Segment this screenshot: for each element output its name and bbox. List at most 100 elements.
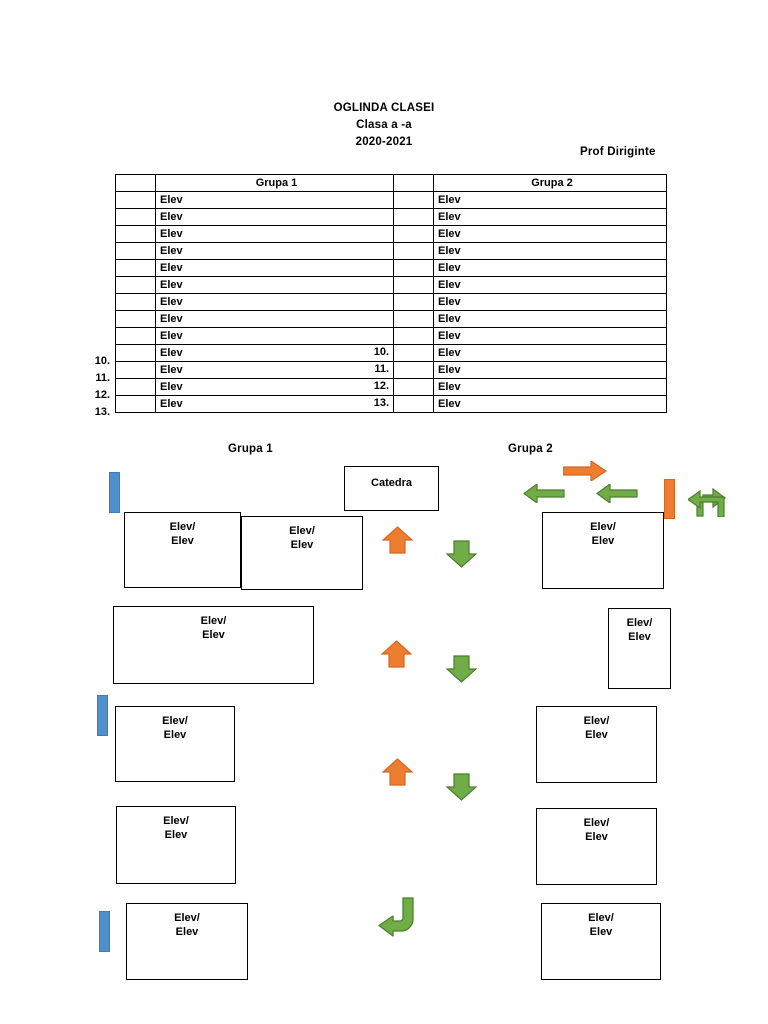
student-name: Elev bbox=[160, 296, 183, 308]
desk-line-2: Elev bbox=[585, 729, 608, 741]
arrow-left-green-icon-1 bbox=[523, 484, 565, 503]
cell-index-left bbox=[115, 242, 156, 260]
desk-g1-r5[interactable]: Elev/ Elev bbox=[126, 903, 248, 980]
table-row: Elev Elev bbox=[115, 242, 667, 260]
diagram-group2-label: Grupa 2 bbox=[508, 443, 553, 455]
document-header: OGLINDA CLASEI Clasa a -a 2020-2021 bbox=[0, 100, 768, 151]
student-name: Elev bbox=[438, 364, 461, 376]
row-number-inner: 13. bbox=[373, 397, 389, 409]
catedra-desk[interactable]: Catedra bbox=[344, 466, 439, 511]
student-name: Elev bbox=[438, 211, 461, 223]
student-name: Elev bbox=[160, 381, 183, 393]
student-name: Elev bbox=[160, 330, 183, 342]
desk-line-1: Elev/ bbox=[588, 912, 614, 924]
row-number-outer: 10. bbox=[94, 355, 110, 367]
table-row: Elev Elev bbox=[115, 293, 667, 311]
diagram-group1-label: Grupa 1 bbox=[228, 443, 273, 455]
cell-index-left bbox=[115, 208, 156, 226]
table-row: 13. Elev 13. Elev bbox=[95, 395, 667, 418]
desk-line-2: Elev bbox=[589, 926, 613, 938]
arrow-up-orange-icon-1 bbox=[382, 526, 413, 554]
desk-line-2: Elev bbox=[171, 535, 194, 547]
desk-g1-r3[interactable]: Elev/ Elev bbox=[115, 706, 235, 782]
arrow-up-orange-icon-2 bbox=[381, 640, 412, 668]
cell-student-grupa1[interactable]: Elev bbox=[155, 208, 394, 226]
desk-g1-r2[interactable]: Elev/ Elev bbox=[113, 606, 314, 684]
cell-student-grupa2[interactable]: Elev bbox=[433, 293, 667, 311]
window-bar-left-1 bbox=[109, 472, 120, 513]
cell-student-grupa1[interactable]: Elev bbox=[155, 225, 394, 243]
cell-student-grupa1[interactable]: Elev 12. bbox=[155, 378, 394, 396]
student-name: Elev bbox=[160, 245, 183, 257]
row-number-outer: 13. bbox=[94, 406, 110, 418]
desk-line-1: Elev/ bbox=[162, 715, 188, 727]
cell-index-mid bbox=[393, 225, 434, 243]
header-num-left bbox=[115, 174, 156, 192]
cell-student-grupa2[interactable]: Elev bbox=[433, 242, 667, 260]
cell-index-mid bbox=[393, 395, 434, 413]
row-number-inner: 12. bbox=[373, 380, 389, 392]
student-name: Elev bbox=[438, 313, 461, 325]
desk-g2-r3[interactable]: Elev/ Elev bbox=[536, 706, 657, 783]
cell-student-grupa1[interactable]: Elev bbox=[155, 191, 394, 209]
row-number-outer: 11. bbox=[95, 372, 110, 384]
student-name: Elev bbox=[160, 228, 183, 240]
cell-student-grupa2[interactable]: Elev bbox=[433, 310, 667, 328]
desk-g2-r5[interactable]: Elev/ Elev bbox=[541, 903, 661, 980]
student-name: Elev bbox=[438, 330, 461, 342]
table-row: Elev Elev bbox=[115, 327, 667, 345]
door-bar-right bbox=[664, 479, 675, 519]
prof-diriginte-label: Prof Diriginte bbox=[580, 146, 656, 158]
desk-line-2: Elev bbox=[175, 926, 199, 938]
window-bar-left-3 bbox=[99, 911, 110, 952]
desk-line-1: Elev/ bbox=[163, 815, 189, 827]
cell-index-left bbox=[115, 327, 156, 345]
cell-student-grupa1[interactable]: Elev bbox=[155, 242, 394, 260]
cell-student-grupa2[interactable]: Elev bbox=[433, 395, 667, 413]
cell-student-grupa2[interactable]: Elev bbox=[433, 378, 667, 396]
desk-g2-r4[interactable]: Elev/ Elev bbox=[536, 808, 657, 885]
desk-line-1: Elev/ bbox=[583, 715, 610, 727]
student-name: Elev bbox=[438, 279, 461, 291]
desk-g1-r4[interactable]: Elev/ Elev bbox=[116, 806, 236, 884]
cell-student-grupa1[interactable]: Elev 13. bbox=[155, 395, 394, 413]
desk-line-1: Elev/ bbox=[583, 817, 610, 829]
desk-line-1: Elev/ bbox=[590, 521, 616, 533]
student-name: Elev bbox=[438, 194, 461, 206]
cell-student-grupa2[interactable]: Elev bbox=[433, 327, 667, 345]
row-number-outer: 12. bbox=[94, 389, 110, 401]
page-title: OGLINDA CLASEI bbox=[333, 102, 435, 114]
row-number-inner: 10. bbox=[373, 346, 389, 358]
cell-student-grupa2[interactable]: Elev bbox=[433, 344, 667, 362]
cell-index-mid bbox=[393, 276, 434, 294]
student-name: Elev bbox=[438, 296, 461, 308]
cell-index-mid bbox=[393, 259, 434, 277]
desk-g2-r2[interactable]: Elev/ Elev bbox=[608, 608, 671, 689]
cell-index-left bbox=[115, 310, 156, 328]
desk-line-1: Elev/ bbox=[289, 525, 315, 537]
arrow-down-green-icon-2 bbox=[446, 655, 477, 683]
desk-g2-r1[interactable]: Elev/ Elev bbox=[542, 512, 664, 589]
cell-student-grupa1[interactable]: Elev bbox=[155, 293, 394, 311]
cell-student-grupa2[interactable]: Elev bbox=[433, 276, 667, 294]
desk-g1-r1-b[interactable]: Elev/ Elev bbox=[241, 516, 363, 590]
student-name: Elev bbox=[438, 228, 461, 240]
arrow-bent-up-left-green-icon bbox=[688, 487, 726, 517]
desk-line-2: Elev bbox=[628, 631, 651, 643]
student-name: Elev bbox=[438, 347, 461, 359]
cell-student-grupa1[interactable]: Elev bbox=[155, 259, 394, 277]
desk-line-1: Elev/ bbox=[200, 615, 227, 627]
arrow-left-green-icon-2 bbox=[596, 484, 638, 503]
cell-index-mid bbox=[393, 378, 434, 396]
desk-g1-r1-a[interactable]: Elev/ Elev bbox=[124, 512, 241, 588]
desk-line-2: Elev bbox=[163, 729, 187, 741]
student-name: Elev bbox=[160, 398, 183, 410]
cell-student-grupa1[interactable]: Elev bbox=[155, 327, 394, 345]
desk-line-2: Elev bbox=[164, 829, 188, 841]
desk-line-2: Elev bbox=[585, 831, 608, 843]
student-name: Elev bbox=[160, 262, 183, 274]
school-year-line: 2020-2021 bbox=[355, 136, 413, 148]
